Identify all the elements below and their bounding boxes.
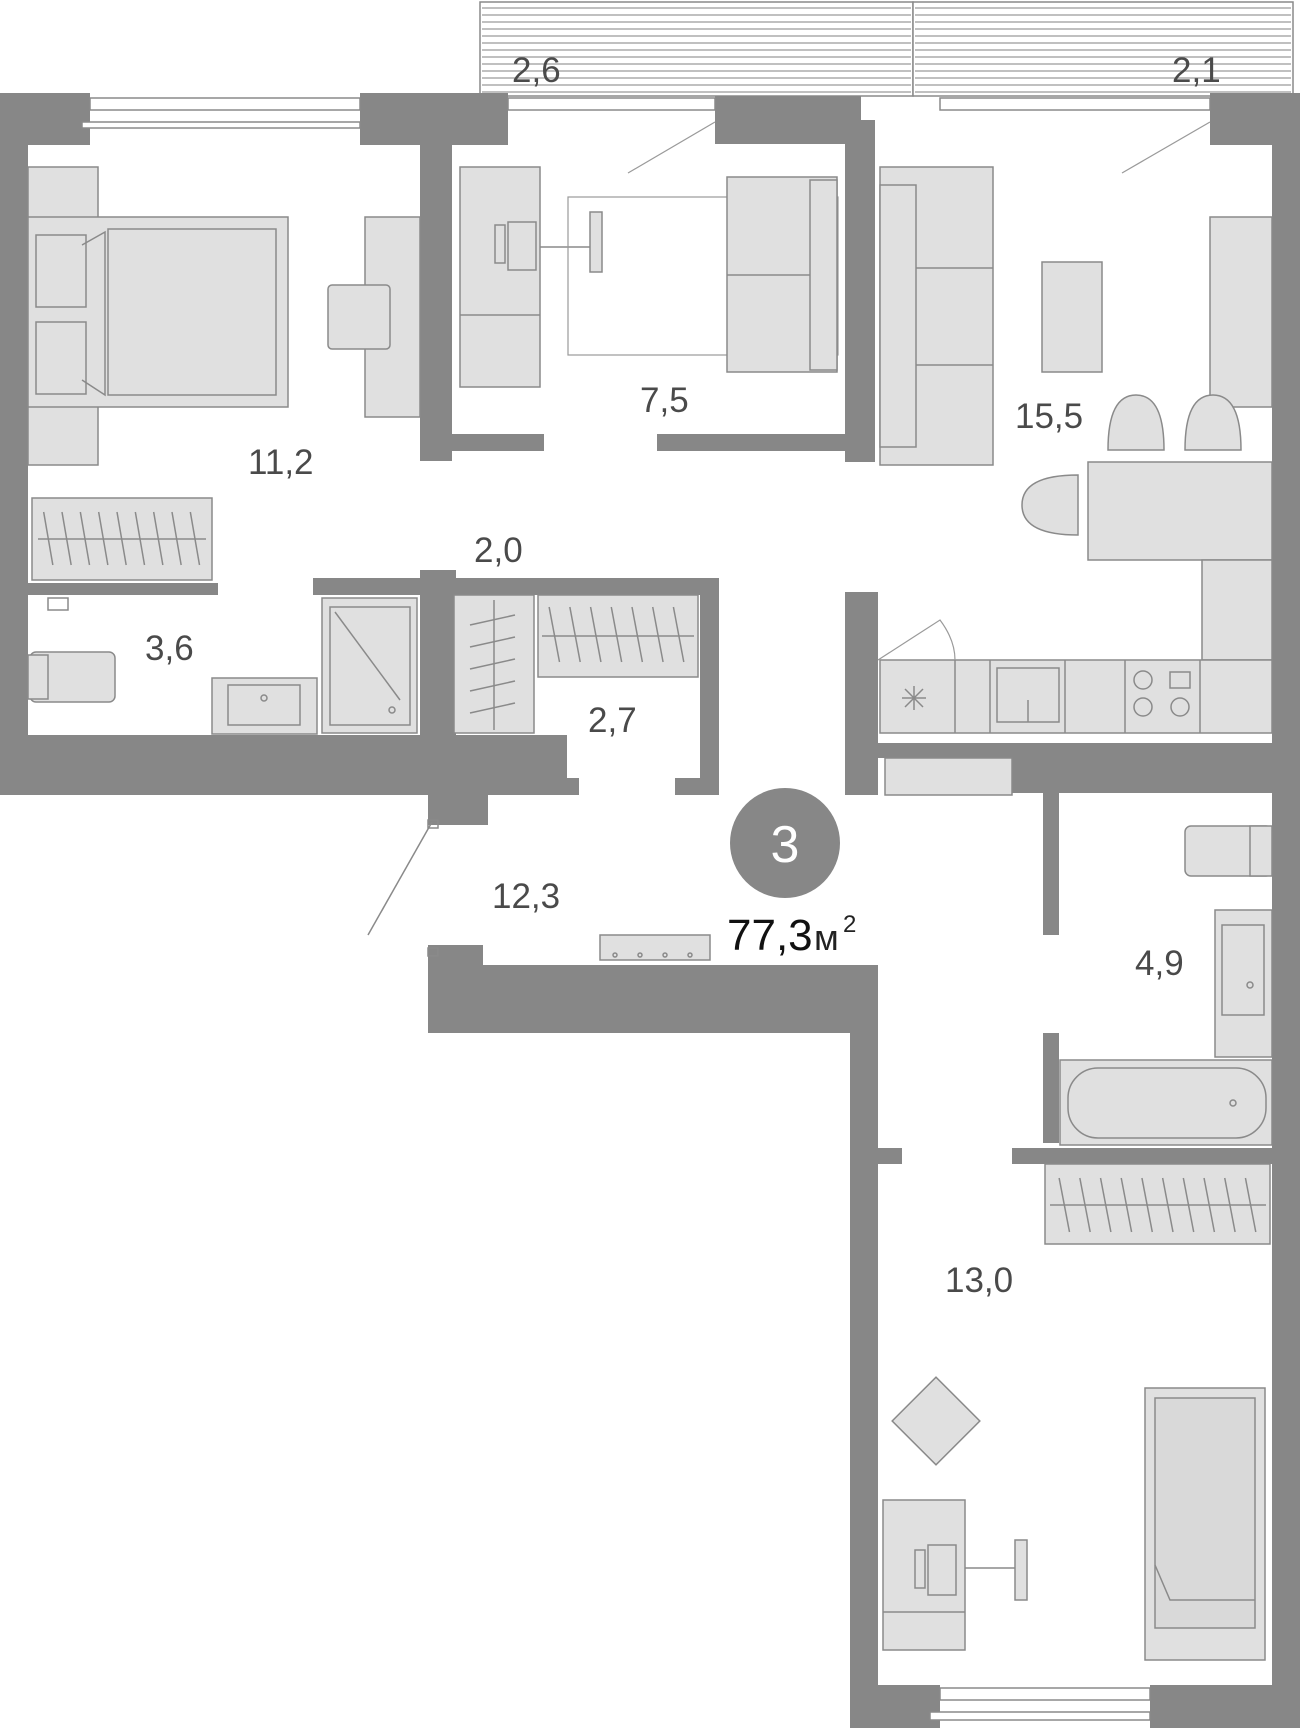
wardrobe-corridor [1044,1163,1271,1245]
dining-table [1021,394,1273,561]
rooms-badge: 3 [730,788,840,898]
label-wardrobe: 2,0 [474,531,523,570]
dressing-shelves [453,594,699,734]
desk-bedroom2 [882,1499,1028,1651]
rooms-badge-circle [730,788,840,898]
total-area: 77,3 м 2 [727,911,856,960]
shoe-rack [599,934,711,961]
balcony-railing [479,1,1294,97]
label-kitchen-living: 15,5 [1015,397,1083,436]
room-labels: 2,6 2,1 11,2 7,5 15,5 2,0 3,6 2,7 12,3 4… [145,51,1221,1300]
bedside-table [891,1376,981,1466]
cabinet-living [1209,216,1273,408]
label-balcony-left: 2,6 [512,51,561,90]
label-bedroom-second: 13,0 [945,1261,1013,1300]
total-area-unit-power: 2 [843,911,856,938]
sofa-living [879,166,994,466]
label-dressing-room: 2,7 [588,701,637,740]
label-bathroom-large: 4,9 [1135,944,1184,983]
desk-chair [327,216,421,418]
bathroom-fixtures-left [27,597,418,735]
label-bathroom-small: 3,6 [145,629,194,668]
kitchen-counter [877,559,1273,796]
rooms-count: 3 [771,816,800,874]
wardrobe-bedroom [31,497,213,581]
label-bedroom-main: 11,2 [248,443,314,482]
label-balcony-right: 2,1 [1172,51,1221,90]
total-area-unit: м [814,917,839,958]
label-study-room: 7,5 [640,381,689,420]
double-bed [27,166,289,466]
label-hallway: 12,3 [492,877,560,916]
total-area-value: 77,3 [727,911,813,960]
walls [0,93,1300,1728]
bathroom-fixtures-right [1059,825,1273,1146]
single-bed [1144,1387,1266,1661]
entrance-door [367,819,439,957]
coffee-table [1041,261,1103,373]
study-desk [459,166,839,388]
sofa-study [726,176,838,373]
windows [81,97,1211,1721]
